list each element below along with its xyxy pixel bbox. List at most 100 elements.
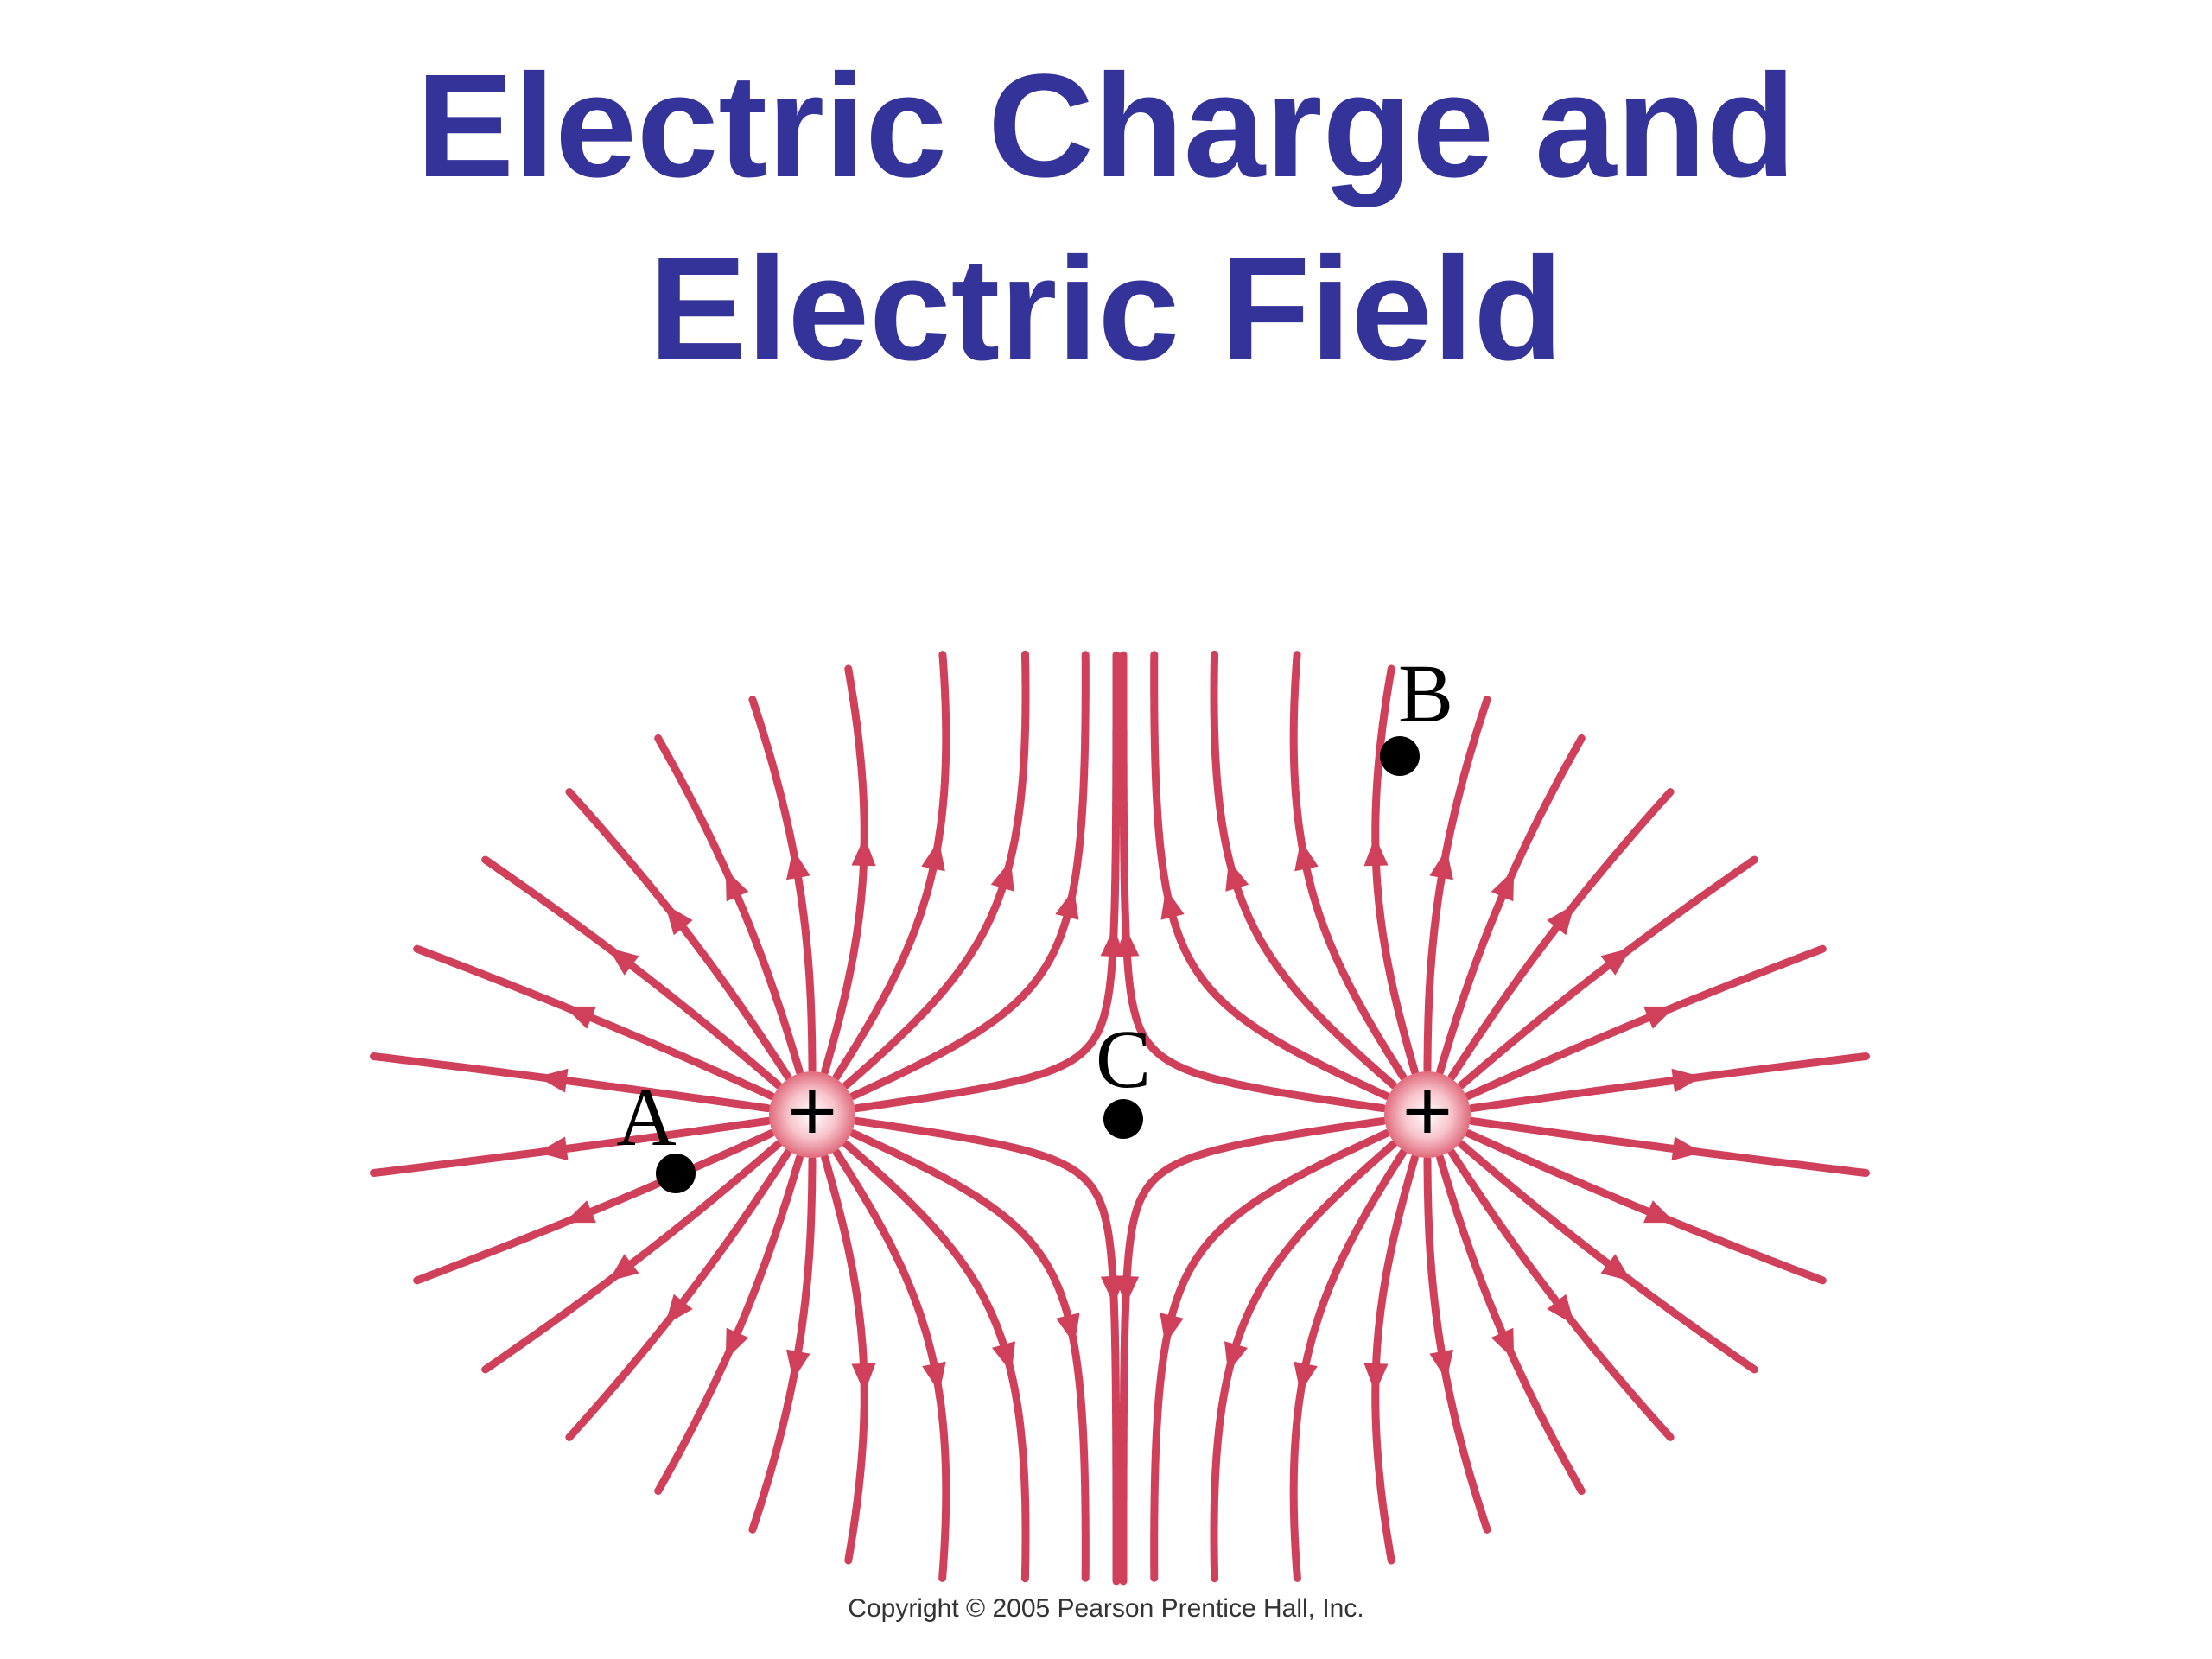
field-line — [1436, 1154, 1586, 1496]
field-arrow — [537, 1136, 569, 1161]
field-line — [413, 1129, 776, 1285]
field-line — [1457, 1140, 1758, 1374]
field-arrow — [1160, 1313, 1184, 1344]
field-arrow — [664, 904, 693, 936]
field-arrow — [992, 1341, 1015, 1373]
positive-charge-left: + — [769, 1063, 855, 1160]
field-line — [565, 788, 792, 1081]
field-line — [842, 650, 1030, 1090]
field-line — [1289, 651, 1408, 1081]
field-arrow — [786, 1349, 810, 1381]
field-arrow — [922, 1361, 946, 1393]
slide-title: Electric Charge and Electric Field — [0, 35, 2212, 401]
field-line — [1371, 1154, 1419, 1565]
field-line — [1289, 1148, 1408, 1582]
point-a-label: A — [616, 1071, 676, 1163]
point-c: C — [1096, 1013, 1151, 1139]
field-line — [821, 1154, 868, 1565]
field-arrow — [1643, 1200, 1675, 1224]
field-arrow — [1429, 849, 1453, 880]
field-line — [481, 855, 783, 1090]
field-arrow — [851, 1363, 876, 1394]
field-arrow — [851, 836, 876, 867]
field-line — [481, 1140, 783, 1374]
point-b-label: B — [1398, 647, 1453, 740]
field-arrow — [1294, 840, 1319, 872]
field-line — [1468, 1116, 1870, 1177]
field-line — [1119, 1116, 1387, 1586]
field-line — [1468, 1052, 1870, 1113]
field-arrow — [1363, 836, 1389, 867]
field-arrow — [608, 1254, 639, 1281]
field-arrows — [537, 836, 1702, 1394]
field-lines — [370, 650, 1870, 1586]
point-b: B — [1380, 647, 1453, 776]
charge-sphere-right — [1384, 1071, 1471, 1158]
field-line — [1371, 664, 1419, 1076]
field-arrow — [1643, 1006, 1675, 1029]
field-arrow — [1225, 860, 1249, 892]
field-line — [370, 1116, 772, 1177]
field-arrow — [1547, 1294, 1575, 1325]
field-arrow — [1671, 1068, 1702, 1093]
field-arrow — [564, 1200, 596, 1224]
field-arrow — [1600, 1254, 1631, 1281]
field-line — [1150, 1129, 1391, 1582]
point-a-dot — [656, 1154, 696, 1193]
field-arrow — [1363, 1363, 1389, 1394]
field-arrow — [1056, 1313, 1080, 1344]
field-arrow — [1294, 1361, 1318, 1393]
field-arrow — [1224, 1341, 1248, 1373]
field-arrow — [786, 849, 810, 880]
field-arrow — [1115, 1275, 1140, 1306]
field-arrow — [921, 840, 945, 872]
field-arrow — [1491, 869, 1515, 902]
field-line — [821, 664, 868, 1076]
field-arrow — [608, 948, 639, 976]
field-arrow — [1671, 1136, 1702, 1161]
field-line — [1210, 650, 1398, 1090]
field-line — [1150, 651, 1391, 1100]
point-a: A — [616, 1071, 696, 1193]
field-line — [1447, 1148, 1675, 1441]
field-line — [832, 1148, 950, 1582]
point-c-dot — [1103, 1099, 1143, 1139]
field-arrow — [1429, 1349, 1453, 1381]
field-arrow — [564, 1006, 596, 1029]
field-arrow — [664, 1294, 693, 1325]
field-line — [748, 1155, 817, 1534]
field-line — [654, 734, 804, 1076]
field-line — [1457, 855, 1758, 1090]
field-line — [1464, 1129, 1827, 1285]
field-line — [370, 1052, 772, 1113]
title-line-1: Electric Charge and — [416, 44, 1796, 208]
field-line — [748, 696, 817, 1074]
field-arrow — [1160, 888, 1185, 920]
field-line — [1436, 734, 1586, 1076]
field-line — [1464, 944, 1827, 1100]
field-line — [654, 1154, 804, 1496]
point-c-label: C — [1096, 1013, 1151, 1105]
field-line — [1119, 651, 1387, 1113]
field-line — [565, 1148, 792, 1441]
field-line — [832, 651, 950, 1081]
field-line — [849, 1129, 1090, 1582]
field-line — [849, 651, 1090, 1100]
field-line — [1447, 788, 1675, 1081]
field-arrow — [1600, 948, 1631, 976]
field-line — [1423, 696, 1491, 1074]
charge-sign-left: + — [787, 1063, 837, 1160]
field-line — [853, 651, 1121, 1113]
field-arrow — [1115, 927, 1140, 957]
field-arrow — [1491, 1327, 1515, 1360]
field-line — [1423, 1155, 1491, 1534]
field-line — [1210, 1140, 1398, 1583]
field-line — [853, 1116, 1121, 1586]
field-line — [413, 944, 776, 1100]
field-arrow — [725, 1327, 749, 1360]
point-b-dot — [1380, 736, 1420, 776]
field-line — [842, 1140, 1030, 1583]
charge-sign-right: + — [1402, 1063, 1452, 1160]
field-arrow — [1547, 904, 1575, 936]
